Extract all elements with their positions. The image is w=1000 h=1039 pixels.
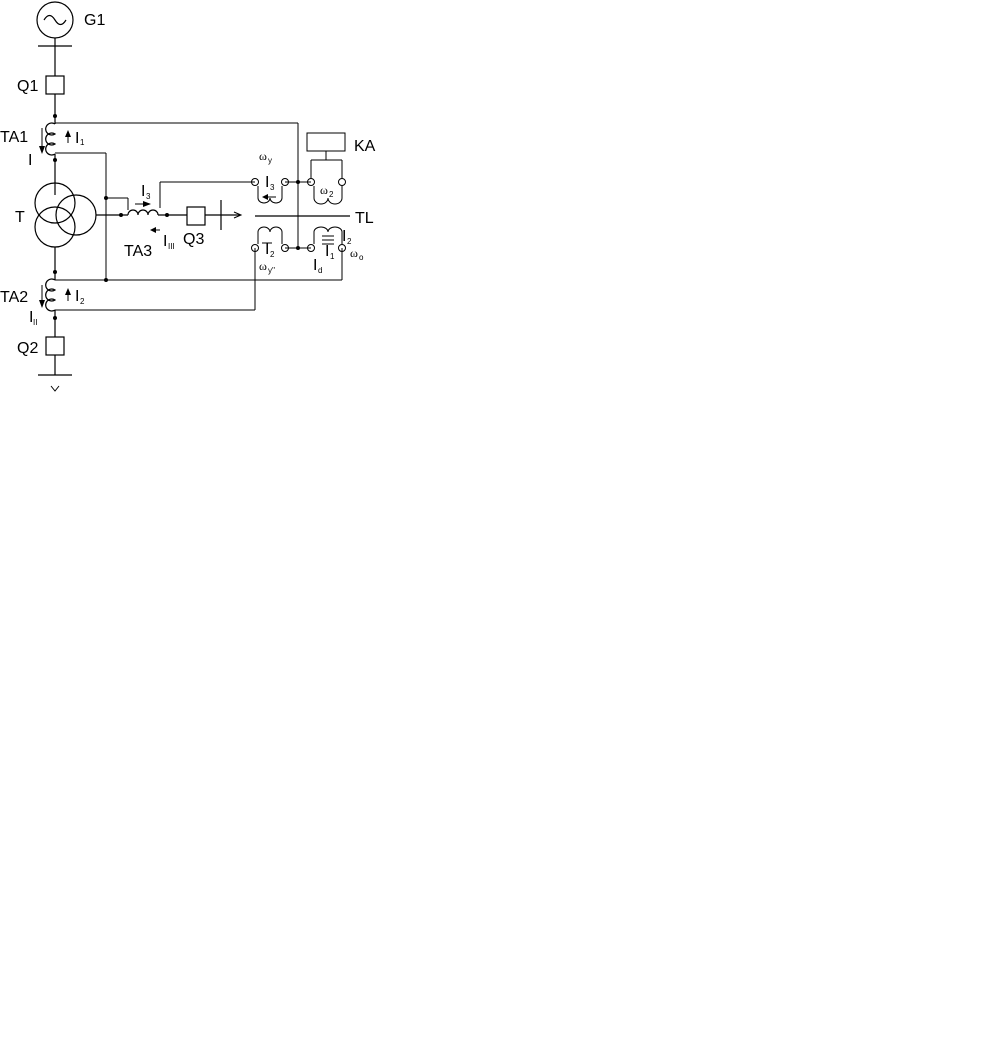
breaker-q2 xyxy=(45,336,65,356)
ct-ta3-current: I xyxy=(163,233,167,250)
coil-i3-label: I xyxy=(265,174,269,191)
ct-ta1-arrow-current: I xyxy=(75,130,79,147)
omega-o-label: ω xyxy=(350,246,358,260)
chevron-down-icon xyxy=(50,385,60,392)
coil-id-label: I xyxy=(313,257,317,274)
omega-yp-label: ω xyxy=(259,259,267,273)
coil-i2-label: I xyxy=(265,241,269,258)
secondary-wiring xyxy=(55,122,343,311)
breaker-q1-label: Q1 xyxy=(17,78,38,95)
coil-i1-sub: 1 xyxy=(330,252,335,261)
ct-ta3-arrow-current: I xyxy=(141,183,145,200)
omega-y-label: ω xyxy=(259,149,267,163)
ct-ta1 xyxy=(39,114,71,195)
breaker-q3-label: Q3 xyxy=(183,231,204,248)
ct-ta3 xyxy=(119,201,187,233)
ct-ta3-current-sub: III xyxy=(168,242,175,251)
transformer-t xyxy=(34,182,128,248)
omega-yp-sub: y'' xyxy=(268,266,276,275)
ct-ta3-arrow-sub: 3 xyxy=(146,192,151,201)
breaker-q1 xyxy=(45,75,65,95)
ct-ta2-arrow-current: I xyxy=(75,288,79,305)
ct-ta1-label: TA1 xyxy=(0,129,28,146)
coil-id-sub: d xyxy=(318,266,322,275)
omega-2-sub: 2 xyxy=(329,190,334,199)
coil-i2-sub: 2 xyxy=(270,250,275,259)
ct-ta2-current-sub: II xyxy=(33,318,37,327)
relay-ka-label: KA xyxy=(354,138,376,155)
ct-ta1-current: I xyxy=(28,152,32,169)
generator-label: G1 xyxy=(84,12,105,29)
omega-y-sub: y xyxy=(268,156,272,165)
omega-2-label: ω xyxy=(320,183,328,197)
ct-ta2-arrow-sub: 2 xyxy=(80,297,85,306)
coil-i2b-sub: 2 xyxy=(347,237,352,246)
relay-tl xyxy=(251,132,350,252)
breaker-q3 xyxy=(186,206,206,226)
ct-ta2-current: I xyxy=(29,309,33,326)
coil-i1-label: I xyxy=(325,243,329,260)
omega-o-sub: o xyxy=(359,253,364,262)
ct-ta1-arrow-sub: 1 xyxy=(80,138,85,147)
ct-ta3-label: TA3 xyxy=(124,243,152,260)
breaker-q2-label: Q2 xyxy=(17,340,38,357)
ct-ta2-label: TA2 xyxy=(0,289,28,306)
generator-g1 xyxy=(36,1,74,47)
arrow-right-icon xyxy=(233,211,243,219)
relay-tl-label: TL xyxy=(355,210,374,227)
coil-i3-sub: 3 xyxy=(270,183,275,192)
transformer-label: T xyxy=(15,209,25,226)
coil-i2b-label: I xyxy=(342,228,346,245)
ct-ta2 xyxy=(39,270,71,337)
